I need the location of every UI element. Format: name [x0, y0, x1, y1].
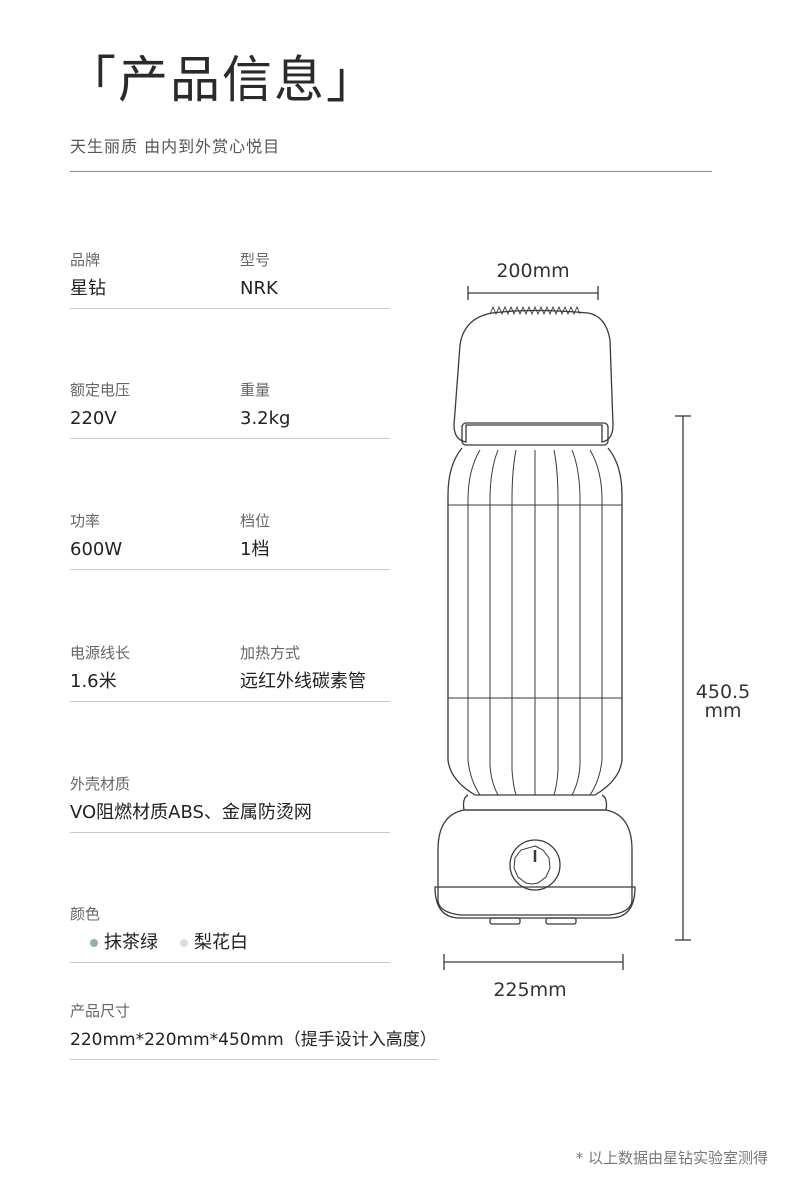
- heater-top-cap: [461, 422, 609, 446]
- spec-row-size: 产品尺寸 220mm*220mm*450mm（提手设计入高度）: [70, 1001, 438, 1060]
- spec-brand: 品牌 星钻: [70, 250, 106, 302]
- footnote: * 以上数据由星钻实验室测得: [575, 1149, 768, 1167]
- spec-value: 3.2kg: [240, 408, 291, 429]
- spec-model: 型号 NRK: [240, 250, 278, 302]
- product-dimension-diagram: 200mm 450.5 mm 225mm: [434, 260, 750, 1001]
- spec-voltage: 额定电压 220V: [70, 380, 130, 432]
- page-subtitle: 天生丽质 由内到外赏心悦目: [70, 137, 281, 156]
- spec-label: 电源线长: [70, 644, 131, 662]
- spec-value: 220V: [70, 408, 117, 429]
- spec-label: 重量: [240, 381, 271, 399]
- heater-base-bottom: [434, 886, 636, 919]
- spec-value: VO阻燃材质ABS、金属防烫网: [70, 802, 312, 823]
- color-dot-icon: [90, 939, 98, 947]
- spec-heating: 加热方式 远红外线碳素管: [240, 643, 366, 695]
- spec-label: 外壳材质: [70, 775, 131, 793]
- handle-spring: [489, 305, 581, 316]
- color-dot-icon: [180, 939, 188, 947]
- spec-value: 600W: [70, 539, 123, 560]
- spec-row-cord-heating: 电源线长 1.6米 加热方式 远红外线碳素管: [70, 643, 390, 702]
- heater-base-neck: [462, 794, 608, 811]
- spec-label: 加热方式: [240, 644, 301, 662]
- color-options: 抹茶绿 梨花白: [70, 930, 262, 956]
- heater-base-body: [437, 809, 633, 916]
- base-width-dimension-line: [443, 954, 624, 970]
- base-width-label: 225mm: [493, 979, 566, 1001]
- header-divider: [70, 171, 712, 172]
- spec-row-color: 颜色 抹茶绿 梨花白: [70, 904, 390, 963]
- spec-color: 颜色 抹茶绿 梨花白: [70, 904, 262, 956]
- page-title: 「产品信息」: [66, 51, 378, 109]
- color-option-label: 抹茶绿: [104, 932, 158, 953]
- spec-row-power-gear: 功率 600W 档位 1档: [70, 511, 390, 570]
- spec-label: 品牌: [70, 251, 101, 269]
- control-knob-icon: [509, 839, 561, 891]
- color-option-label: 梨花白: [194, 932, 248, 953]
- color-option-white: 梨花白: [180, 930, 248, 956]
- spec-value: 220mm*220mm*450mm（提手设计入高度）: [70, 1030, 437, 1050]
- spec-label: 型号: [240, 251, 271, 269]
- heater-handle: [453, 309, 614, 443]
- spec-gear: 档位 1档: [240, 511, 270, 563]
- spec-value: 1档: [240, 539, 270, 560]
- spec-value: NRK: [240, 278, 278, 299]
- spec-value: 星钻: [70, 278, 106, 299]
- heater-feet: [545, 917, 577, 925]
- spec-value: 1.6米: [70, 671, 117, 692]
- color-option-green: 抹茶绿: [90, 930, 158, 956]
- spec-size: 产品尺寸 220mm*220mm*450mm（提手设计入高度）: [70, 1001, 437, 1053]
- height-unit-label: mm: [704, 700, 741, 722]
- spec-label: 档位: [240, 512, 271, 530]
- top-width-label: 200mm: [496, 260, 569, 282]
- spec-row-voltage-weight: 额定电压 220V 重量 3.2kg: [70, 380, 390, 439]
- spec-label: 功率: [70, 512, 101, 530]
- heater-cage-bars: [448, 449, 622, 796]
- height-dimension-line: [675, 415, 691, 941]
- spec-value: 远红外线碳素管: [240, 671, 366, 692]
- spec-label: 颜色: [70, 905, 101, 923]
- spec-label: 产品尺寸: [70, 1002, 131, 1020]
- spec-label: 额定电压: [70, 381, 131, 399]
- heater-feet: [489, 917, 521, 925]
- spec-power: 功率 600W: [70, 511, 122, 563]
- spec-shell: 外壳材质 VO阻燃材质ABS、金属防烫网: [70, 774, 312, 826]
- spec-row-shell: 外壳材质 VO阻燃材质ABS、金属防烫网: [70, 774, 390, 833]
- top-width-dimension-line: [467, 286, 599, 300]
- height-value-label: 450.5: [696, 681, 750, 703]
- spec-row-brand-model: 品牌 星钻 型号 NRK: [70, 250, 390, 309]
- spec-weight: 重量 3.2kg: [240, 380, 290, 432]
- spec-cord: 电源线长 1.6米: [70, 643, 130, 695]
